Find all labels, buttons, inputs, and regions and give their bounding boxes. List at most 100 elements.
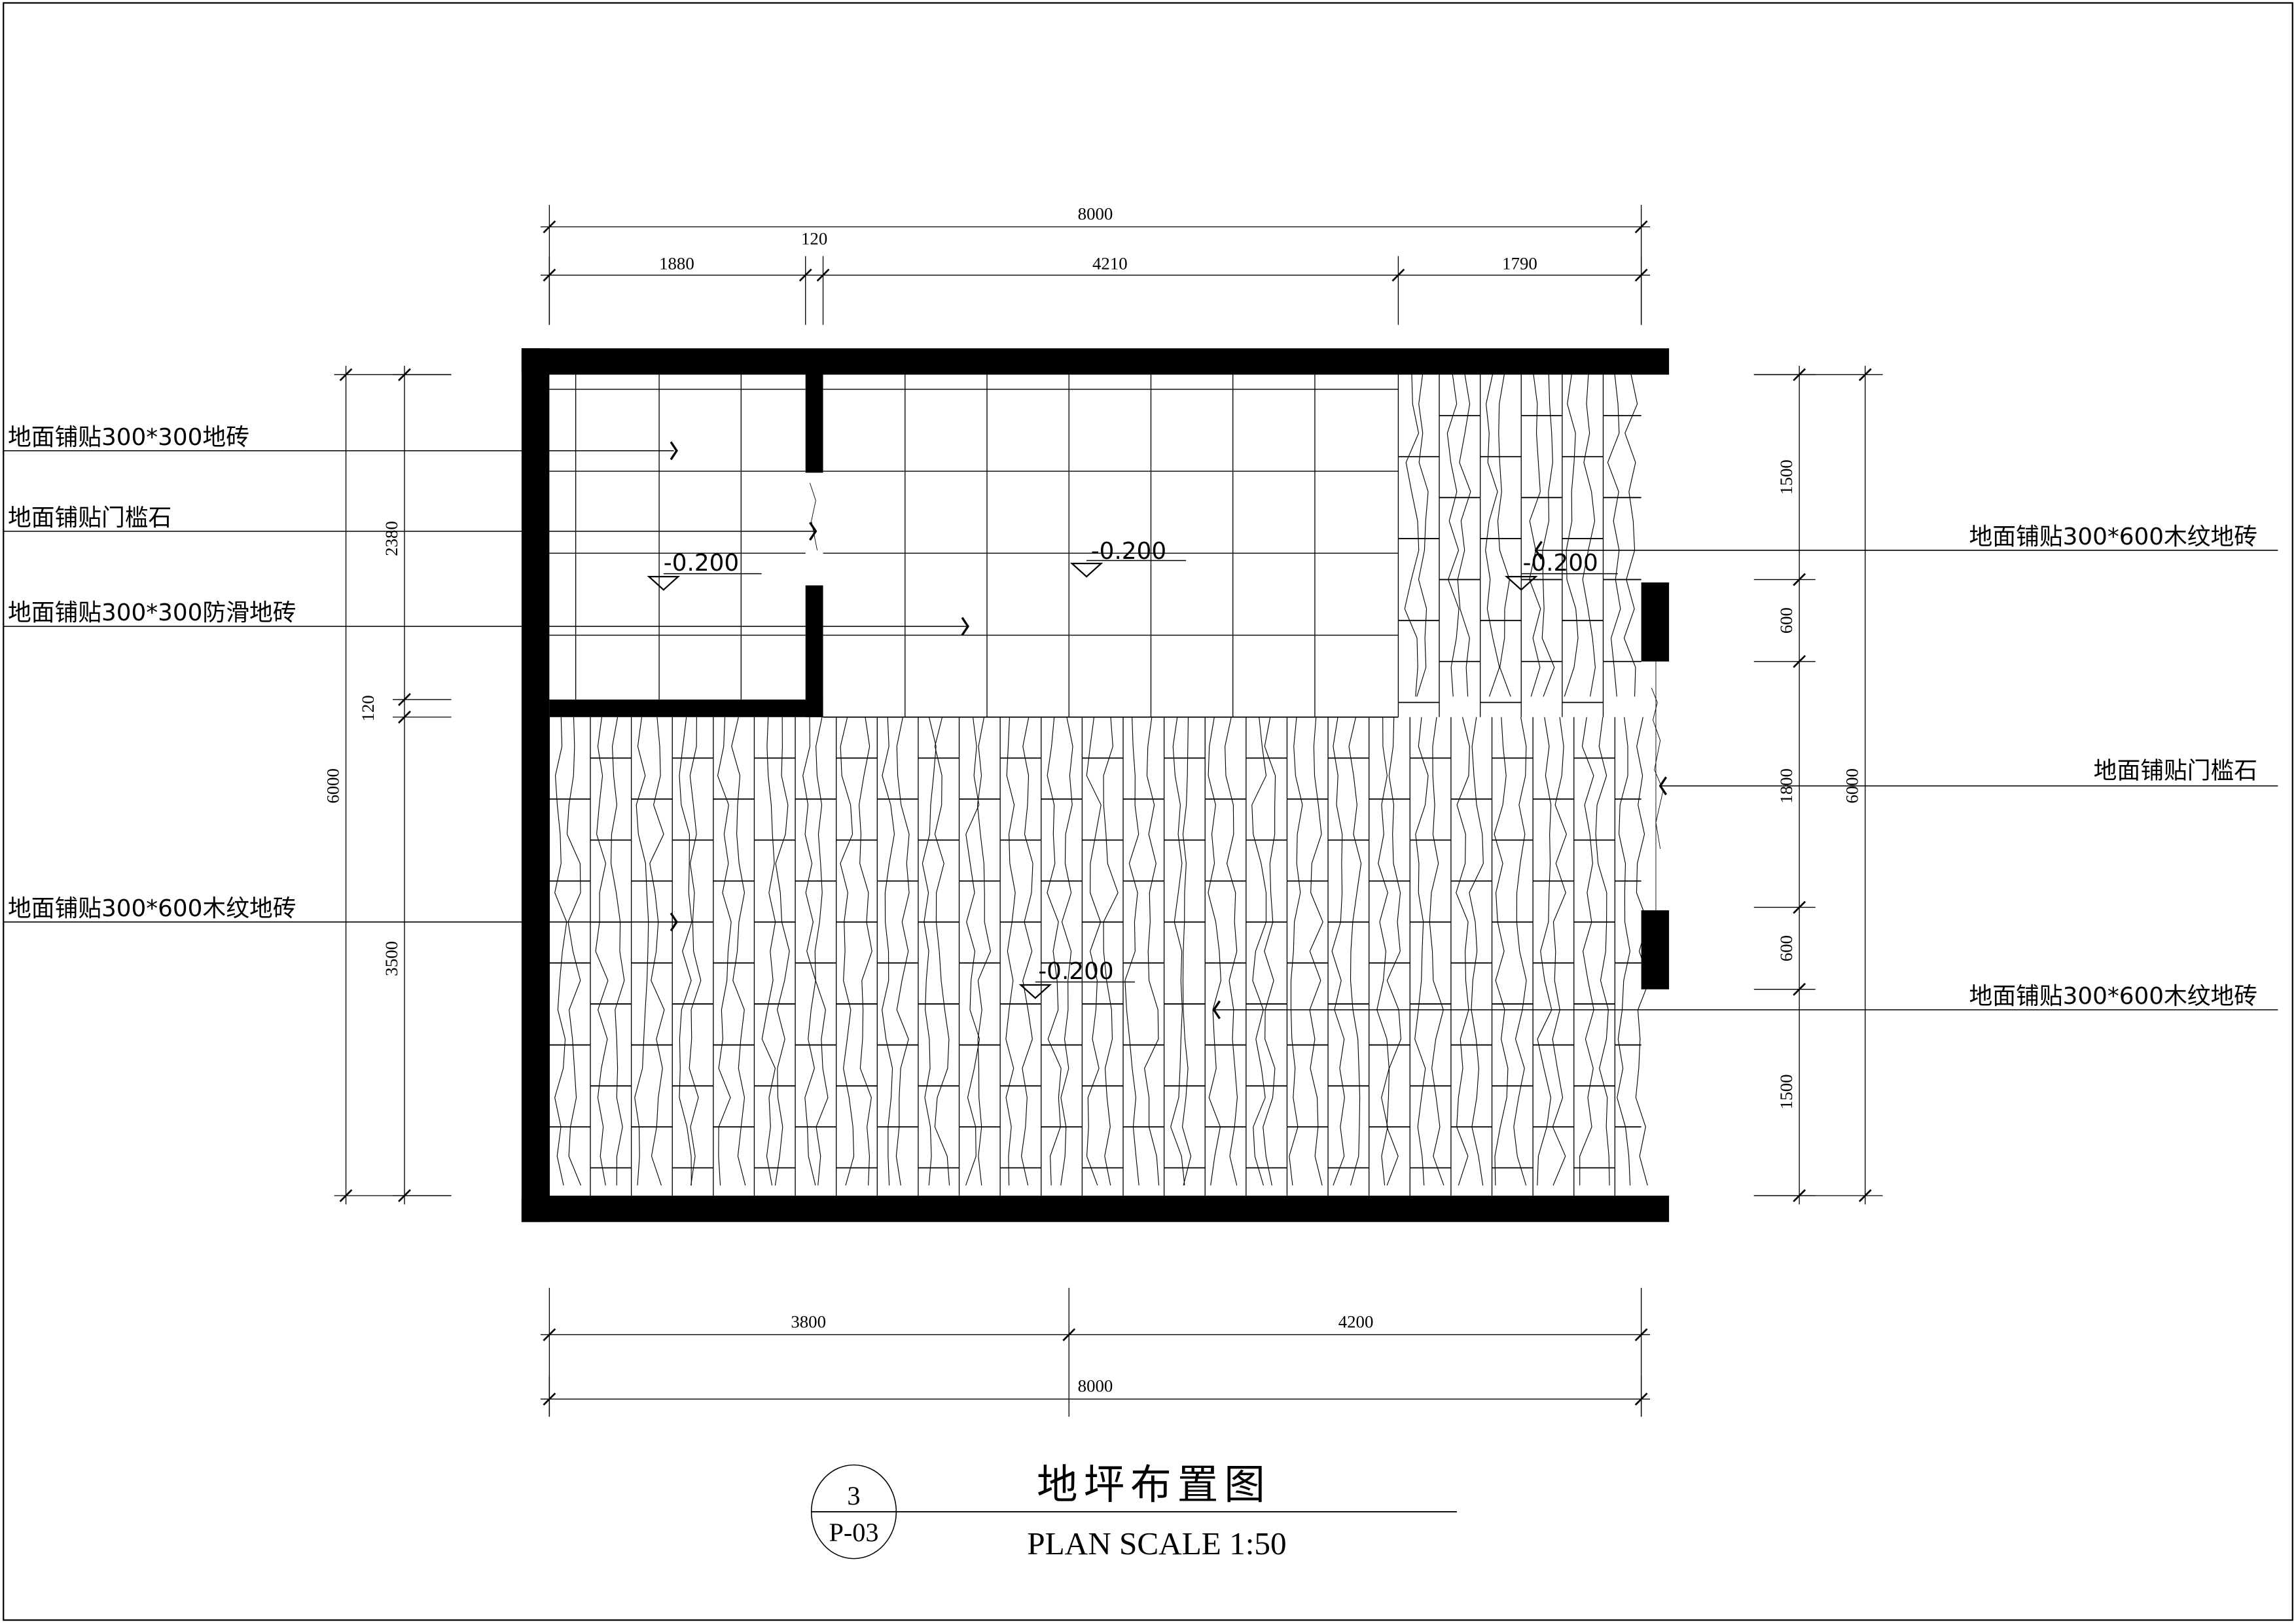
wood-grain: [1541, 374, 1555, 697]
label-right-1: 地面铺贴300*600木纹地砖: [1969, 524, 2258, 550]
wall-top: [521, 348, 1670, 375]
wood-grain: [859, 717, 872, 1186]
wood-grain: [814, 717, 829, 1186]
wood-grain: [1582, 374, 1596, 697]
wood-grain: [1331, 717, 1345, 1186]
dim-bottom-2: 4200: [1338, 1311, 1374, 1331]
label-left-2: 地面铺贴门槛石: [8, 505, 171, 531]
wood-grain: [566, 717, 581, 1186]
elevation-mark: -0.200: [647, 550, 762, 591]
material-labels: 地面铺贴300*300地砖 地面铺贴门槛石 地面铺贴300*300防滑地砖 地面…: [8, 424, 2257, 1010]
wood-grain: [774, 717, 790, 1186]
wall-bottom: [521, 1196, 1670, 1222]
wood-grain: [1497, 374, 1511, 697]
wood-grain: [1529, 374, 1541, 697]
wood-grain: [882, 717, 895, 1186]
wood-grain: [1289, 717, 1303, 1186]
wood-grain: [1020, 717, 1033, 1186]
wood-grain: [1086, 717, 1102, 1186]
label-left-1: 地面铺贴300*300地砖: [8, 424, 249, 451]
wood-grain: [1416, 374, 1429, 697]
wood-grain: [1060, 717, 1073, 1186]
wood-grain: [1564, 374, 1579, 697]
wood-grain: [1047, 717, 1062, 1186]
dim-bottom-1: 3800: [791, 1311, 826, 1331]
label-right-3: 地面铺贴300*600木纹地砖: [1969, 983, 2258, 1010]
wood-grain: [689, 717, 702, 1186]
wood-grain: [1552, 717, 1567, 1186]
wood-grain: [554, 717, 567, 1186]
wood-grain: [1635, 717, 1650, 1186]
partition-upper: [805, 374, 823, 473]
elevation-mark: -0.200: [1069, 538, 1187, 578]
dim-bottom-total: 8000: [1078, 1376, 1113, 1396]
sheet-border: [3, 2, 2293, 1621]
dimension-lines: [334, 205, 1883, 1417]
wood-grain: [1144, 717, 1160, 1186]
label-left-4: 地面铺贴300*600木纹地砖: [8, 895, 296, 922]
label-right-2: 地面铺贴门槛石: [2094, 758, 2257, 785]
wood-grain: [840, 717, 855, 1186]
wood-grain: [1414, 717, 1429, 1186]
marble-veins: [810, 482, 1664, 849]
dim-top-1: 1880: [659, 253, 694, 273]
wood-grain: [934, 717, 950, 1186]
svg-text:-0.200: -0.200: [1522, 550, 1598, 577]
title-block: 3 P-03 地坪布置图 PLAN SCALE 1:50: [810, 1461, 1457, 1561]
label-left-3: 地面铺贴300*300防滑地砖: [8, 599, 296, 626]
wood-grain: [965, 717, 980, 1186]
wood-grain: [1386, 717, 1401, 1186]
dim-left-1: 2380: [382, 521, 401, 556]
dim-top-4: 1790: [1502, 253, 1537, 273]
wood-grain: [610, 717, 625, 1186]
dim-left-total: 6000: [323, 768, 342, 804]
partition-lower: [805, 585, 823, 717]
sheet-number: P-03: [829, 1518, 878, 1547]
wall-right-pier-1: [1641, 582, 1670, 662]
wood-grain: [1537, 717, 1552, 1186]
wood-grain: [1208, 717, 1221, 1186]
svg-text:-0.200: -0.200: [1091, 538, 1166, 565]
wood-grain: [717, 717, 732, 1186]
dimension-texts: 8000 1880 120 4210 1790 3800 4200 8000 6…: [323, 204, 1861, 1395]
wood-grain: [1607, 374, 1621, 697]
wood-grain: [1457, 374, 1471, 697]
dim-top-2: 120: [801, 228, 827, 248]
wood-grain: [1446, 374, 1460, 697]
wood-grain: [1513, 717, 1527, 1186]
wood-grain: [595, 717, 609, 1186]
wood-grain: [1103, 717, 1119, 1186]
wood-grain: [634, 717, 649, 1186]
elevation-mark: -0.200: [1018, 958, 1135, 999]
wood-grain: [1485, 374, 1500, 697]
wood-grain: [1456, 717, 1470, 1186]
wall-right-pier-2: [1641, 910, 1670, 990]
dim-top-3: 4210: [1092, 253, 1128, 273]
wood-grain: [1429, 717, 1444, 1186]
wood-grain: [1251, 717, 1267, 1186]
wood-grain: [1170, 717, 1185, 1186]
wood-grain: [895, 717, 910, 1186]
wood-grain: [1623, 374, 1638, 697]
leader-lines: [3, 441, 2278, 1020]
wood-grain: [977, 717, 991, 1186]
wood-grain: [802, 717, 816, 1186]
wood-grain: [731, 717, 746, 1186]
dim-top-total: 8000: [1078, 204, 1113, 223]
wood-grain: [679, 717, 692, 1186]
wood-grain: [761, 717, 776, 1186]
partition-horizontal: [549, 699, 823, 717]
svg-text:-0.200: -0.200: [1038, 958, 1113, 985]
wall-left: [521, 348, 550, 1222]
wood-grain: [649, 717, 665, 1186]
wood-grain: [1617, 717, 1631, 1186]
svg-text:-0.200: -0.200: [664, 550, 739, 577]
wood-grain: [1263, 717, 1276, 1186]
walls: [521, 348, 1670, 1222]
wood-grain: [1225, 717, 1238, 1186]
wood-grain: [1469, 717, 1484, 1186]
dim-right-2: 600: [1776, 607, 1796, 633]
wood-grain: [1309, 717, 1323, 1186]
drawing-scale: PLAN SCALE 1:50: [1027, 1525, 1286, 1561]
